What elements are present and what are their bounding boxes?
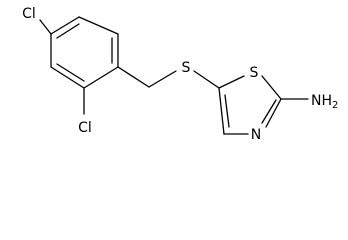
bond-c2-n3 — [265, 98, 282, 128]
bond-ch2-s — [148, 70, 177, 88]
bond-c4-c5 — [218, 87, 225, 135]
atom-n-ring: N — [251, 127, 261, 143]
nh2-main-label: NH — [311, 93, 332, 109]
thiazole-ring: S N — [218, 65, 282, 143]
atom-s-thioether: S — [182, 60, 191, 76]
molecule-structure-diagram: Cl Cl S S N NH2 — [22, 6, 338, 143]
bond-c1-cl-top — [39, 19, 52, 35]
nh2-subscript: 2 — [332, 100, 338, 111]
bond-c2-c3 — [78, 16, 119, 35]
bond-c1-c2 — [50, 16, 80, 35]
dichlorophenyl-ring — [50, 16, 119, 89]
double-bond-c4-c5-inner — [224, 94, 230, 128]
double-bond-c2-n3-inner — [261, 99, 277, 124]
bond-s1-c2 — [261, 75, 282, 100]
atom-cl-bottom: Cl — [78, 120, 92, 136]
bond-s-thiazole — [193, 70, 220, 89]
bond-ring-ch2 — [117, 66, 150, 88]
double-bond-c5-c6-inner — [56, 63, 85, 82]
double-bond-c1-c2-inner — [56, 23, 80, 39]
atom-nh2: NH2 — [311, 93, 338, 111]
atom-cl-top: Cl — [22, 6, 36, 22]
bond-c4-c5 — [83, 66, 119, 89]
atom-s-ring: S — [250, 65, 259, 81]
bond-c5-c6 — [50, 66, 85, 89]
bond-c5-s1 — [218, 75, 245, 89]
